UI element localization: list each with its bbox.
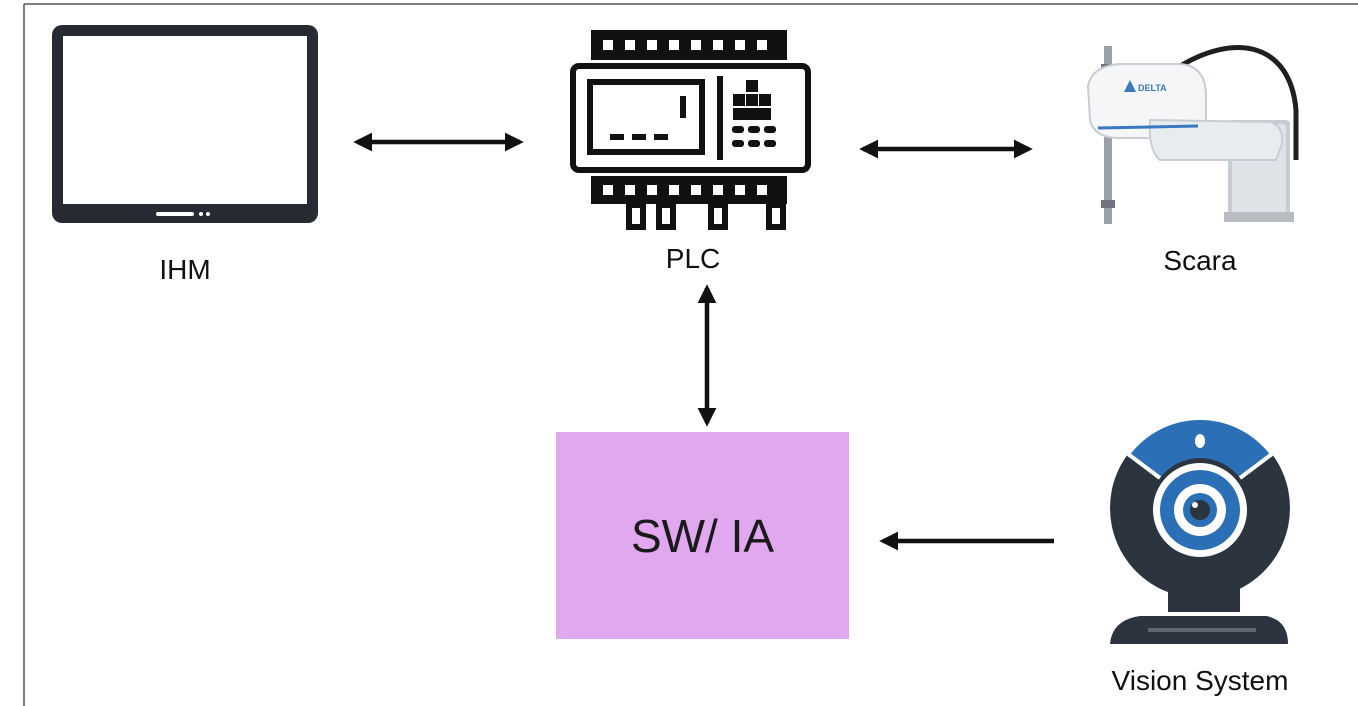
plc-label: PLC bbox=[665, 243, 721, 274]
monitor-icon bbox=[52, 25, 318, 223]
sw-ia-box: SW/ IA bbox=[556, 432, 849, 639]
scara-label: Scara bbox=[1163, 245, 1237, 276]
sw-ia-label: SW/ IA bbox=[630, 509, 775, 562]
scara-robot-icon: DELTA bbox=[1086, 45, 1299, 224]
webcam-icon bbox=[1110, 416, 1290, 644]
robot-brand-text: DELTA bbox=[1138, 83, 1167, 93]
ihm-label: IHM bbox=[159, 254, 211, 285]
plc-controller-icon bbox=[570, 30, 811, 230]
vision-system-label: Vision System bbox=[1111, 665, 1289, 696]
